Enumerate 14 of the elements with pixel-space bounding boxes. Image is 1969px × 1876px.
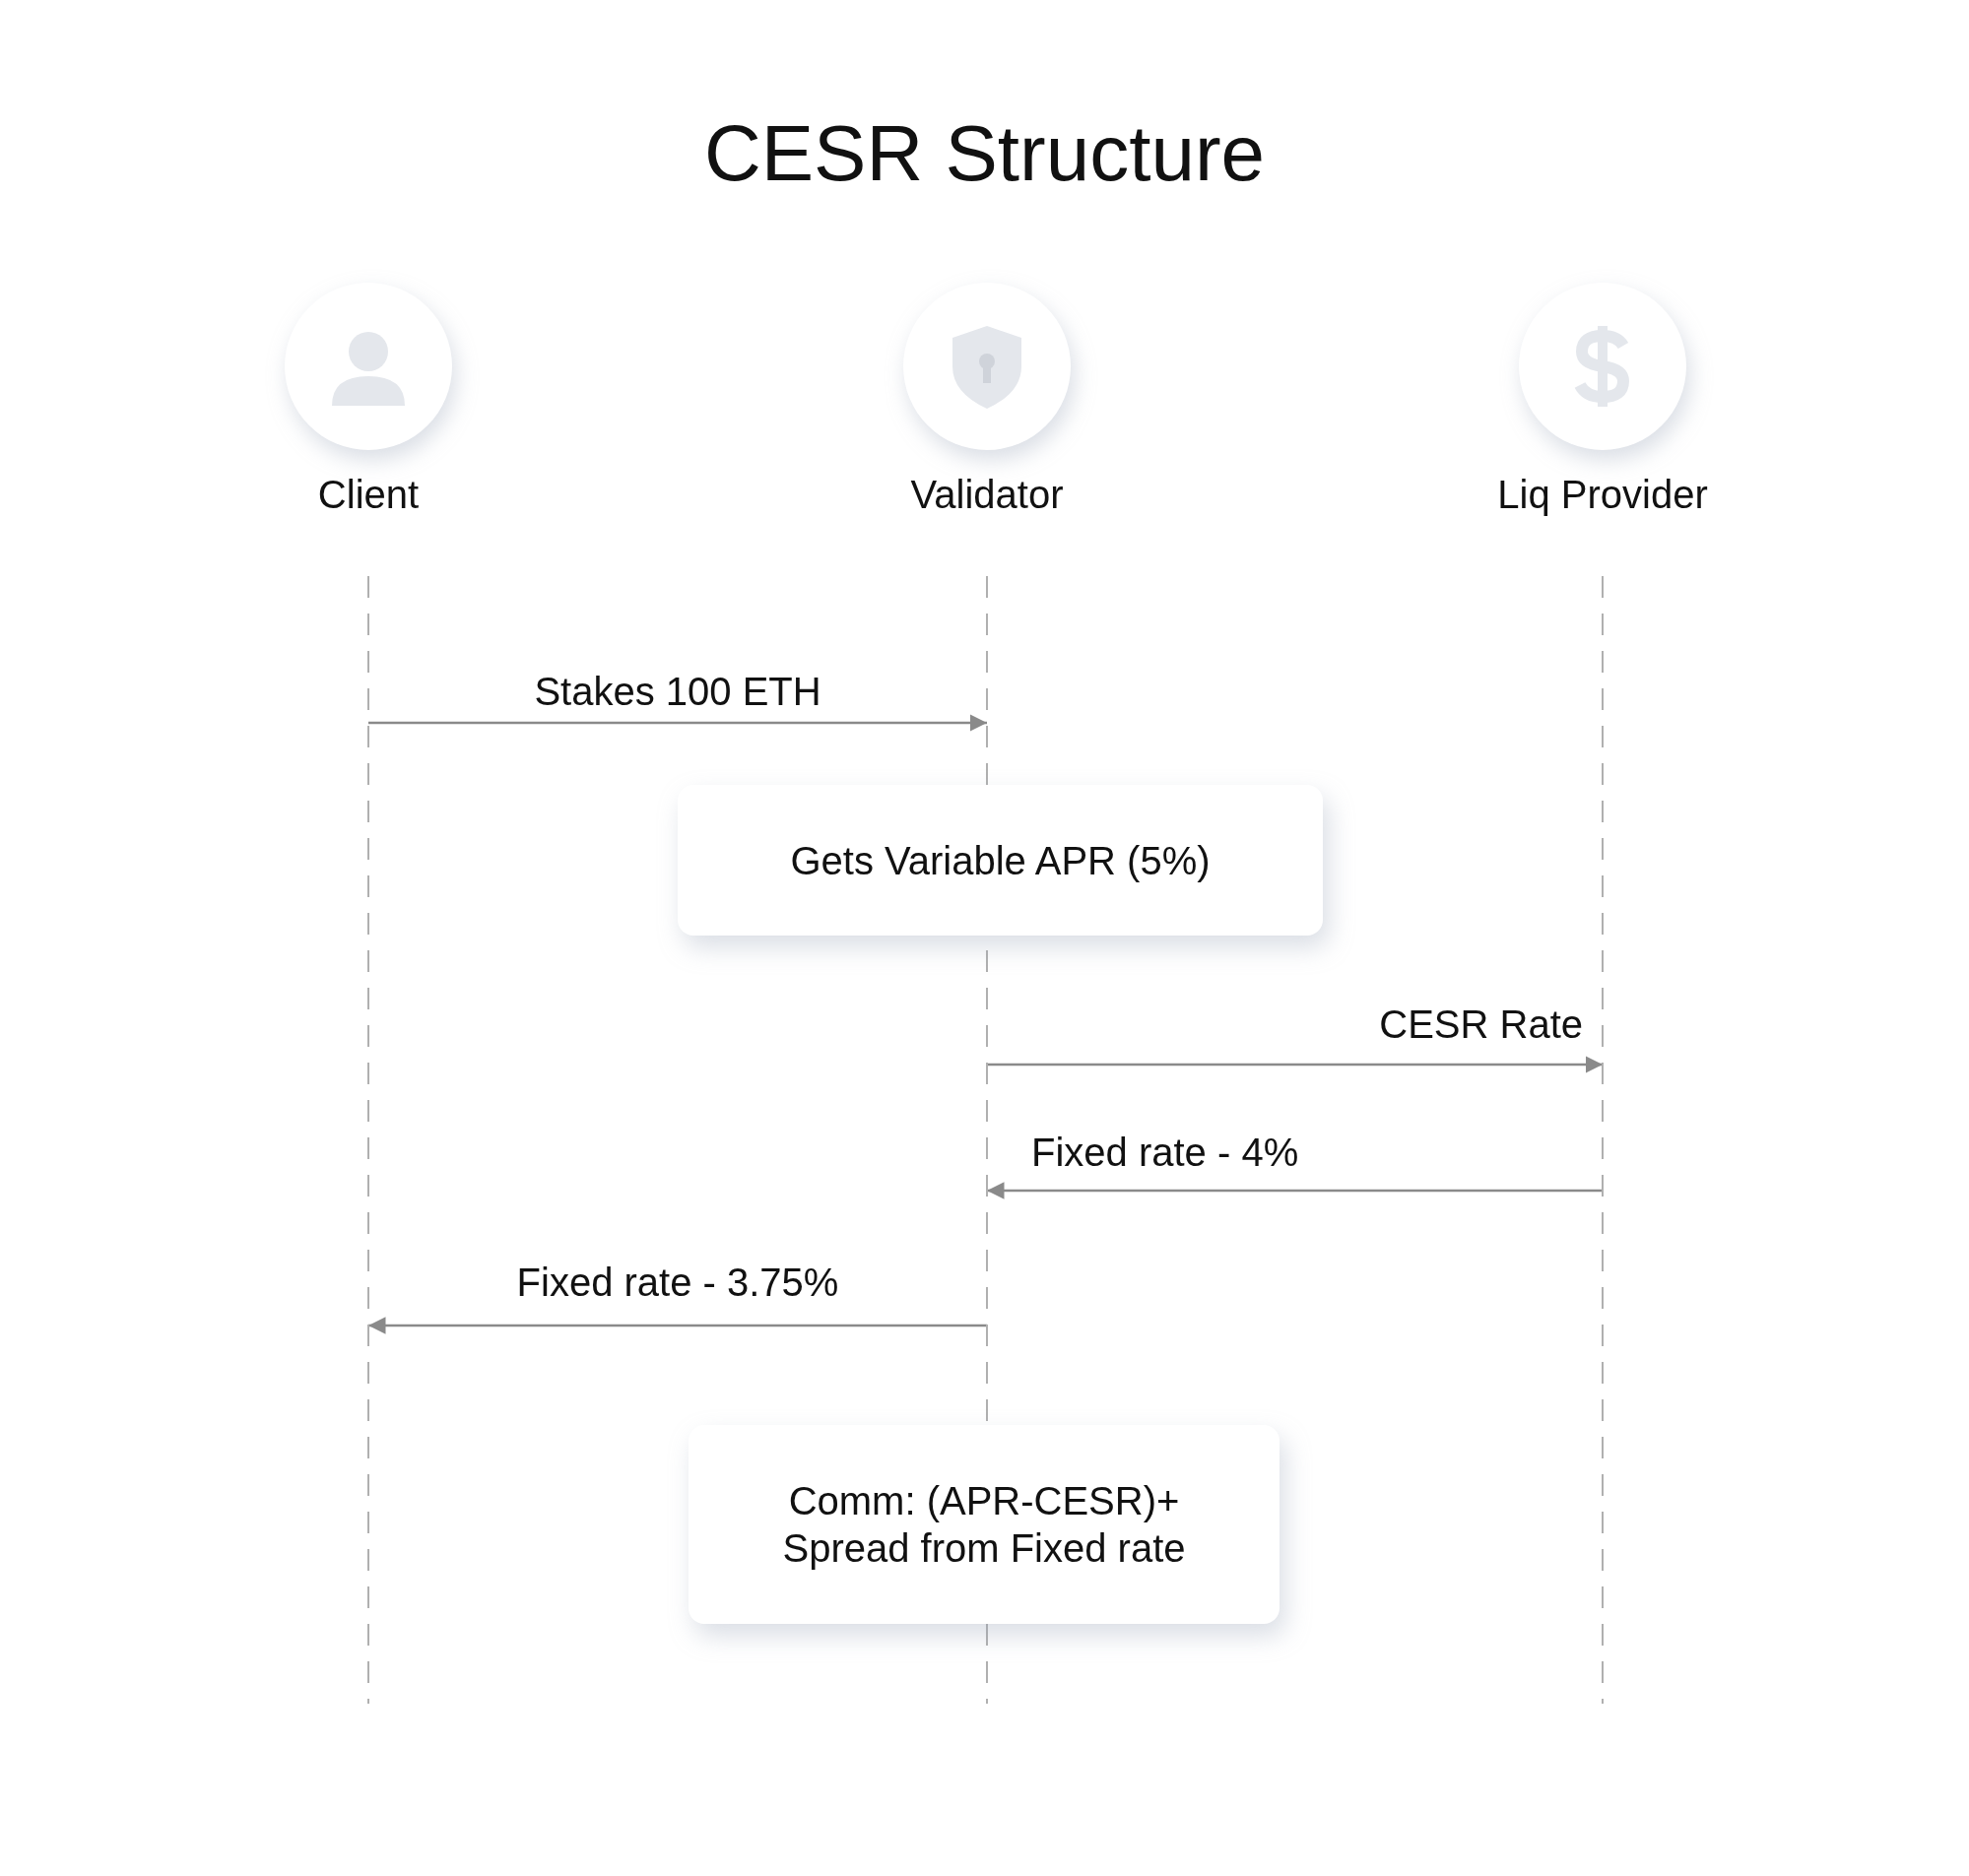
message-arrow (987, 1056, 1603, 1073)
edge-label: Fixed rate - 3.75% (516, 1261, 839, 1305)
participant-label: Client (317, 473, 420, 517)
message-arrow (368, 1317, 987, 1334)
edge-label: Fixed rate - 4% (1031, 1131, 1299, 1175)
participant-label: Liq Provider (1497, 473, 1708, 517)
note-text: Gets Variable APR (5%) (789, 837, 1212, 884)
message-arrow (368, 714, 987, 732)
edge-label: Stakes 100 ETH (534, 670, 821, 714)
participant-label: Validator (910, 473, 1064, 517)
diagram-title: CESR Structure (703, 109, 1266, 197)
note-text: Comm: (APR-CESR)+ Spread from Fixed rate (781, 1478, 1187, 1572)
message-arrow (987, 1182, 1603, 1199)
edge-label: CESR Rate (1379, 1003, 1583, 1047)
